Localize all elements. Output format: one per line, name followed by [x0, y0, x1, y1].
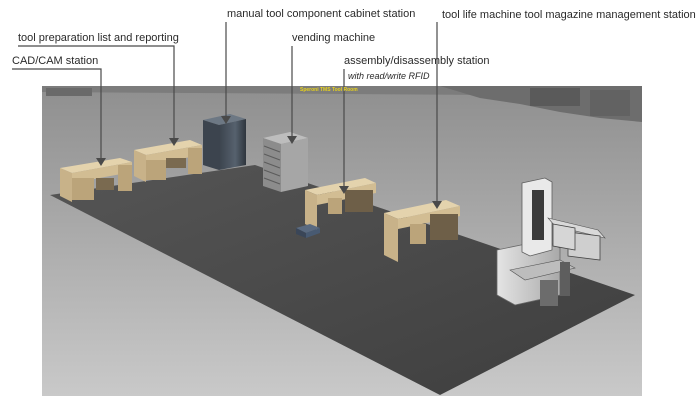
callout-assembly-station: assembly/disassembly station	[344, 55, 490, 67]
far-machines-left	[46, 88, 92, 96]
callout-tool-life-station: tool life machine tool magazine manageme…	[442, 9, 696, 21]
rfid-device	[296, 224, 320, 238]
callout-manual-tool-cabinet: manual tool component cabinet station	[227, 8, 416, 20]
callout-tool-preparation: tool preparation list and reporting	[18, 32, 179, 44]
leader-cadcam	[12, 68, 102, 160]
tool-life-desk	[384, 200, 460, 262]
callout-assembly-rfid-note: with read/write RFID	[348, 71, 430, 81]
floor-area	[50, 165, 635, 395]
vending-machine	[263, 132, 308, 192]
cadcam-desk	[60, 158, 132, 202]
far-machine-block-2	[590, 90, 630, 116]
assembly-desk	[305, 178, 376, 230]
leader-tool-prep	[18, 45, 175, 140]
room-sign: Speroni TMS Tool Room	[300, 87, 358, 93]
callout-cadcam-station: CAD/CAM station	[12, 55, 99, 67]
manual-tool-cabinet	[203, 114, 246, 170]
tool-prep-desk	[134, 140, 202, 182]
far-machine-block	[530, 88, 580, 106]
callout-vending-machine: vending machine	[292, 32, 376, 44]
leader-arrowheads	[96, 116, 442, 209]
leader-lines	[12, 22, 438, 203]
tool-presetter-machine	[496, 177, 606, 306]
